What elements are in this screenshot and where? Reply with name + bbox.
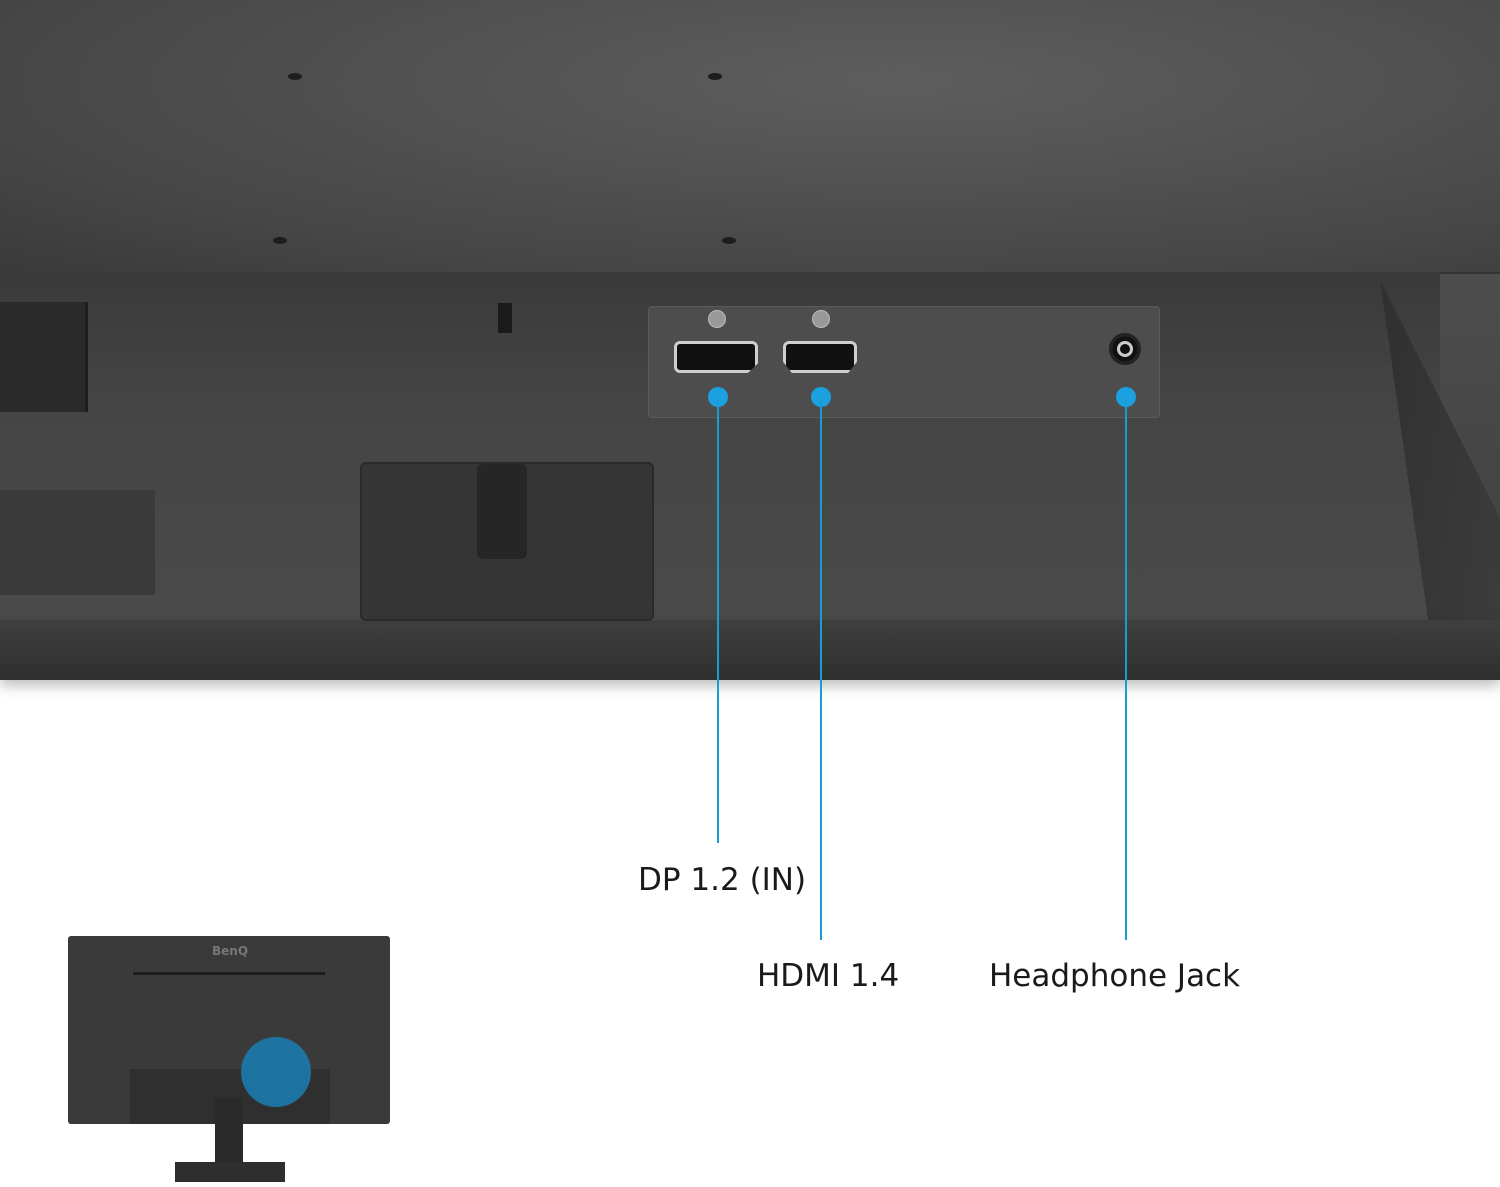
callout-line: [717, 397, 719, 843]
monitor-bottom-edge: [0, 620, 1500, 680]
hdmi-label: HDMI 1.4: [757, 958, 900, 994]
callout-line: [1125, 397, 1127, 940]
dp-label: DP 1.2 (IN): [638, 862, 807, 898]
kensington-lock-slot: [498, 303, 512, 333]
vesa-hole: [722, 237, 736, 244]
hdmi-port: [783, 341, 857, 373]
screw-icon: [708, 310, 726, 328]
thumbnail-stand-base: [175, 1162, 285, 1182]
screw-icon: [812, 310, 830, 328]
thumbnail-highlight: [241, 1037, 311, 1107]
displayport-port: [674, 341, 758, 373]
stand-mount: [360, 462, 654, 621]
io-panel: [648, 306, 1160, 418]
headphone-jack-port: [1109, 333, 1141, 365]
monitor-thumbnail: [68, 936, 390, 1124]
label-plate: [0, 490, 155, 595]
thumbnail-slot: [133, 972, 325, 975]
monitor-upper-shell: [0, 0, 1500, 274]
headphone-jack-label: Headphone Jack: [989, 958, 1241, 994]
vesa-hole: [288, 73, 302, 80]
thumbnail-stand: [215, 1098, 243, 1173]
callout-line: [820, 397, 822, 940]
power-socket: [0, 302, 88, 412]
vesa-hole: [708, 73, 722, 80]
vesa-hole: [273, 237, 287, 244]
stand-latch: [477, 464, 527, 559]
benq-logo: BenQ: [211, 944, 249, 958]
